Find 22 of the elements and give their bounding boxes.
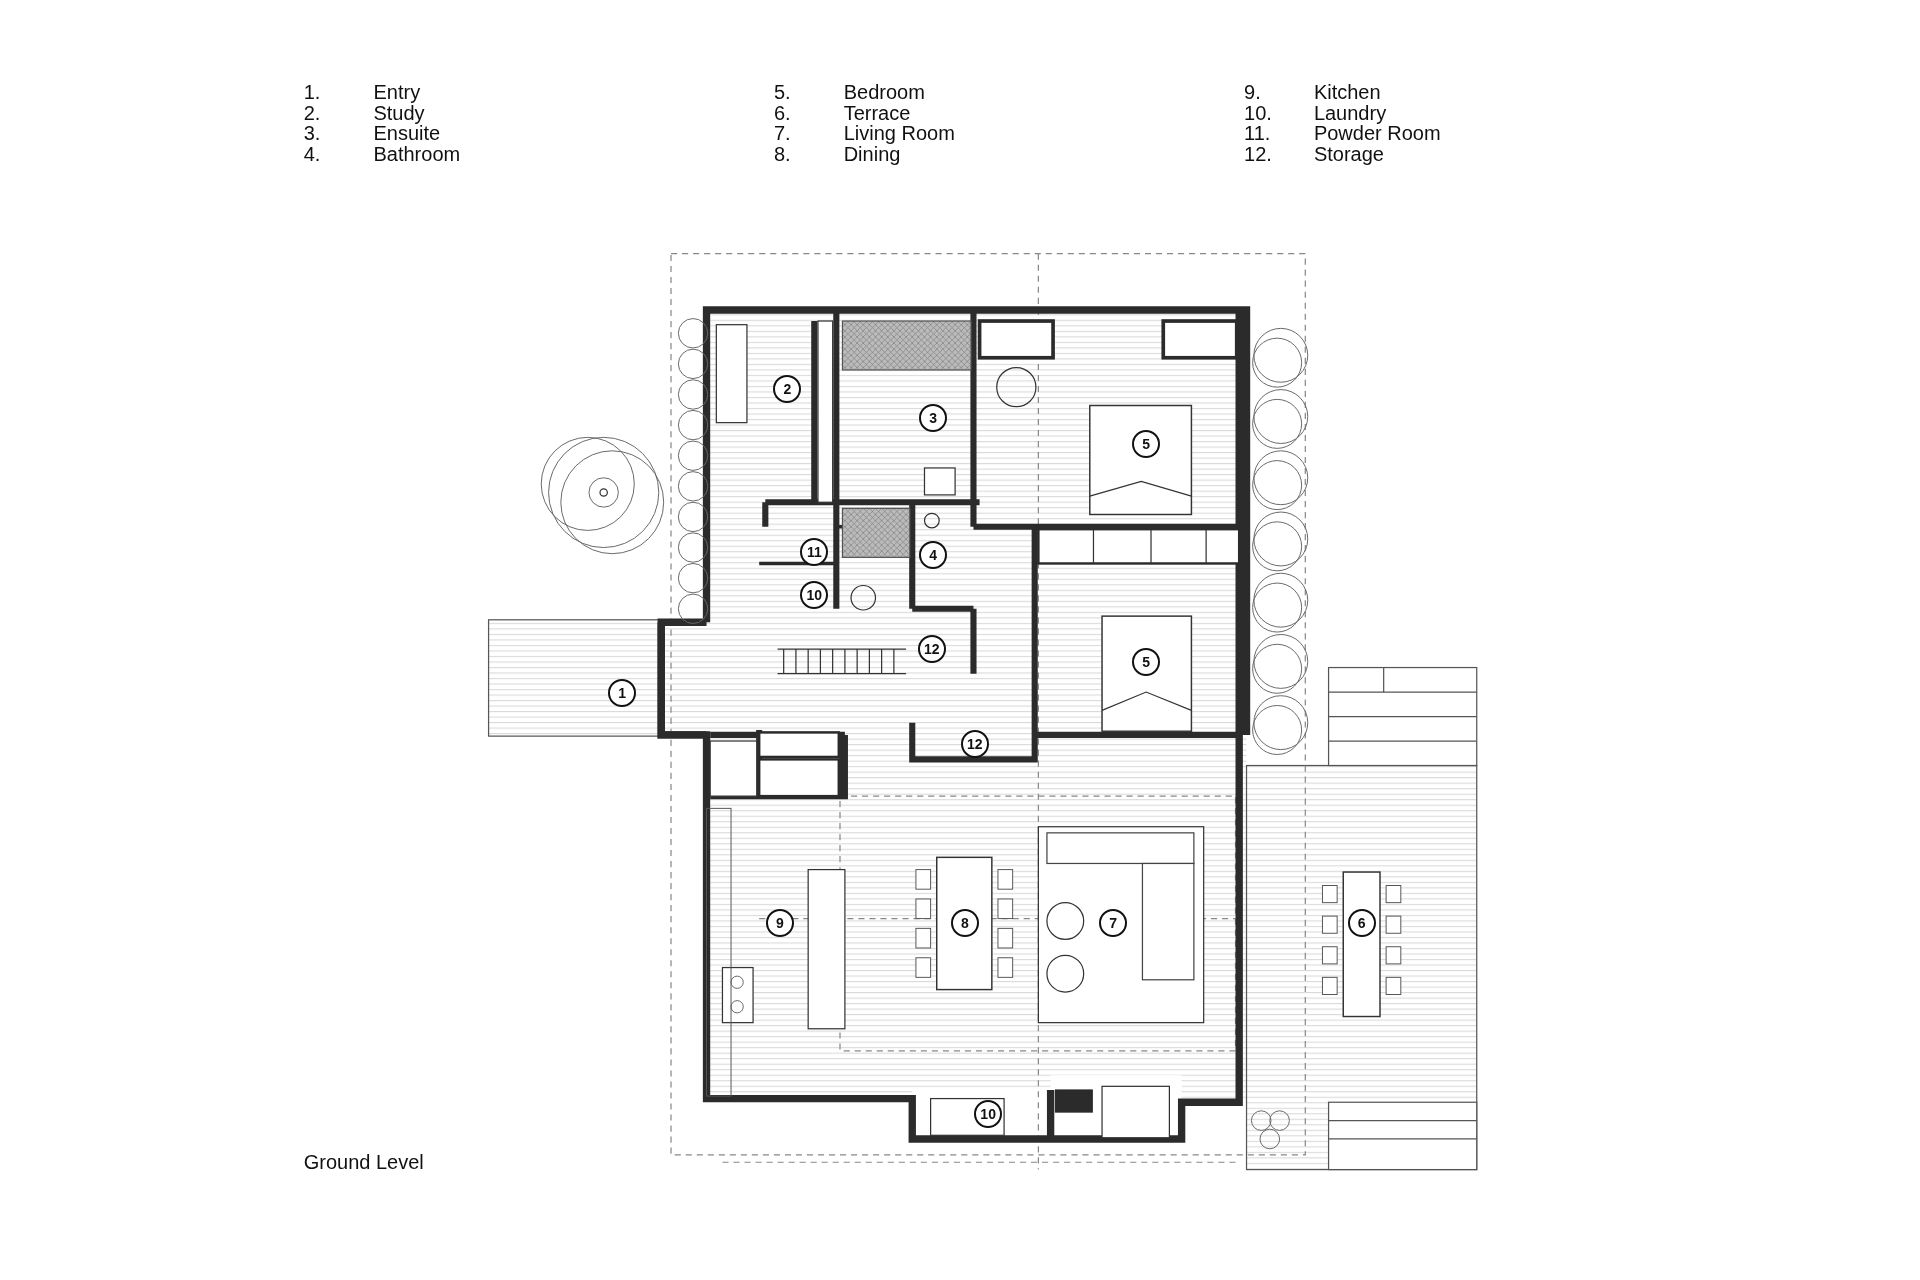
legend-number: 11. bbox=[1244, 122, 1271, 145]
room-name: Terrace bbox=[843, 101, 911, 124]
room-name: Storage bbox=[1313, 143, 1384, 166]
room-name: Dining bbox=[843, 143, 901, 166]
plan-caption: Ground Level bbox=[303, 1151, 424, 1174]
legend-number: 4. bbox=[303, 143, 321, 166]
legend-number: 3. bbox=[303, 122, 321, 145]
legend-number: 10. bbox=[1244, 101, 1272, 124]
legend-number: 2. bbox=[303, 101, 321, 124]
legend-number: 6. bbox=[773, 101, 791, 124]
room-name: Bedroom bbox=[843, 80, 925, 103]
legend-number: 1. bbox=[303, 80, 321, 103]
legend-number: 9. bbox=[1244, 80, 1261, 103]
room-name: Bathroom bbox=[373, 143, 461, 166]
legend-number: 7. bbox=[773, 122, 791, 145]
legend-number: 8. bbox=[773, 143, 791, 166]
room-name: Laundry bbox=[1313, 101, 1387, 124]
room-name: Kitchen bbox=[1313, 80, 1381, 103]
legend-number: 12. bbox=[1244, 143, 1272, 166]
room-name: Living Room bbox=[843, 122, 955, 145]
room-name: Entry bbox=[373, 80, 421, 103]
legend-number: 5. bbox=[773, 80, 791, 103]
